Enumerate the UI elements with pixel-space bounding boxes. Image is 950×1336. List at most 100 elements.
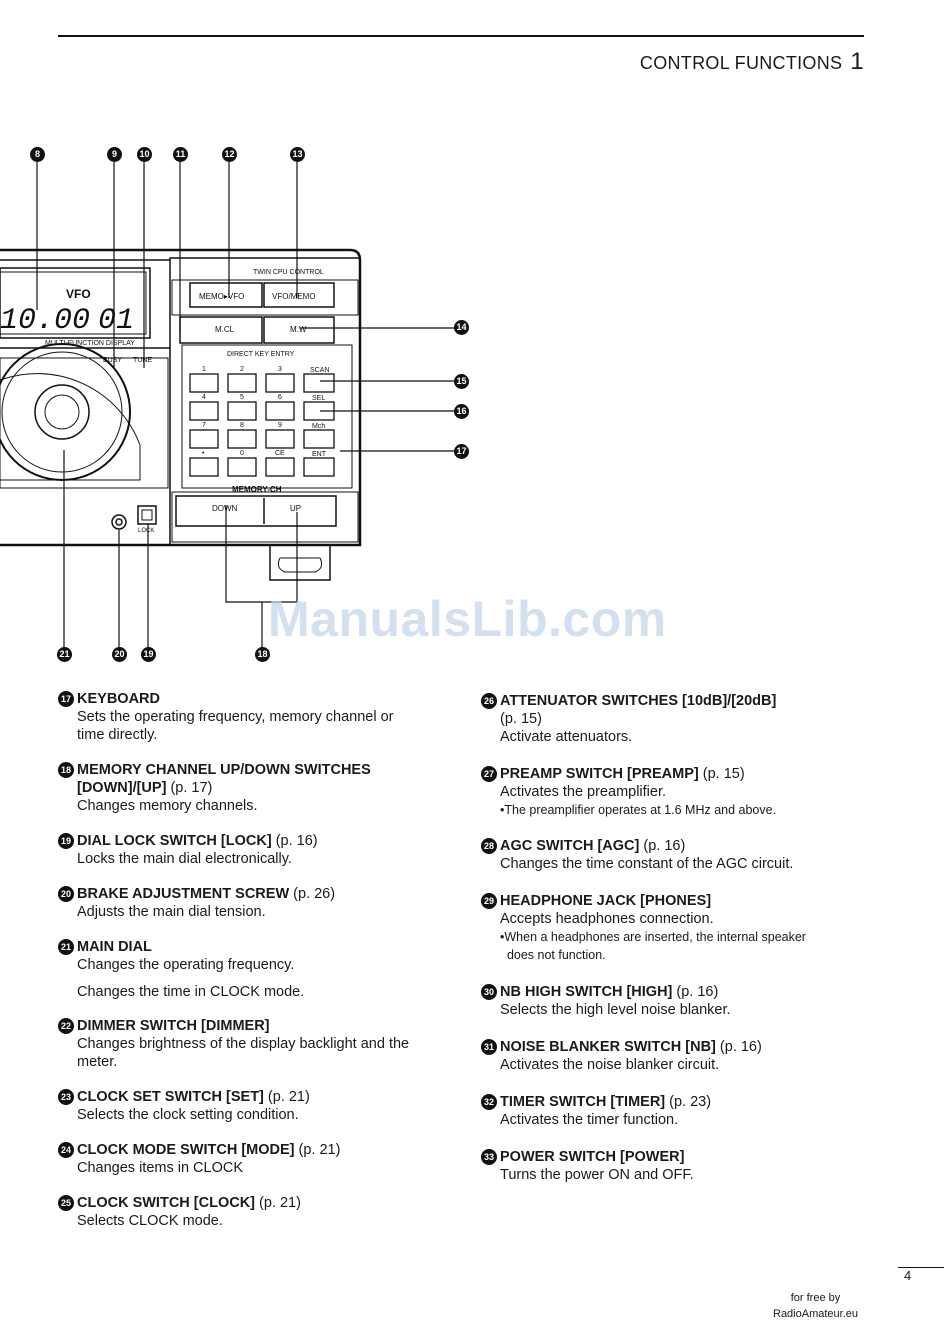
busy-label: BUSY [103,357,122,364]
item-title-wrap: NOISE BLANKER SWITCH [NB] (p. 16) [500,1038,762,1056]
scan-label: SCAN [310,367,329,374]
item-title-wrap: CLOCK MODE SWITCH [MODE] (p. 21) [77,1141,340,1159]
item-description: Changes memory channels. [77,798,258,814]
item-description: Changes the operating frequency. [77,957,295,973]
tune-label: TUNE [133,357,152,364]
item-title: MEMORY CHANNEL UP/DOWN SWITCHES [77,762,371,778]
item-number-badge: 29 [481,893,497,909]
page-reference: (p. 17) [170,780,213,796]
item-title: CLOCK SET SWITCH [SET] [77,1089,264,1105]
mw-key: M.W [290,325,307,334]
item-title: DIMMER SWITCH [DIMMER] [77,1018,270,1034]
watermark: ManualsLib.com [268,591,667,647]
frequency-readout: 10.00 [0,304,90,338]
item-description: Changes the time in CLOCK mode. [77,984,305,1000]
memory-ch-label: MEMORY-CH [232,485,282,494]
key-label: 6 [278,394,282,401]
page-number: 4 [904,1268,912,1283]
key-label: 3 [278,366,282,373]
chapter-number: 1 [850,48,864,75]
item-description: Turns the power ON and OFF. [500,1167,694,1183]
down-key: DOWN [212,504,238,513]
item-title-wrap: BRAKE ADJUSTMENT SCREW (p. 26) [77,885,335,903]
item-description: Changes items in CLOCK [77,1160,244,1176]
item-description: time directly. [77,727,158,743]
item-title-wrap: PREAMP SWITCH [PREAMP] (p. 15) [500,765,745,783]
item-number-badge: 21 [58,939,74,955]
up-key: UP [290,504,301,513]
callout-11: 11 [173,147,188,162]
key-label: CE [275,450,285,457]
item-title-wrap: TIMER SWITCH [TIMER] (p. 23) [500,1093,711,1111]
item-description: Sets the operating frequency, memory cha… [77,709,394,725]
key-label: • [202,450,205,457]
item-note: does not function. [500,948,606,962]
key-label: 4 [202,394,206,401]
item-title: AGC SWITCH [AGC] [500,838,640,854]
key-label: 5 [240,394,244,401]
item-title-wrap: HEADPHONE JACK [PHONES] [500,892,711,910]
channel-readout: 01 [98,304,134,338]
page-header: CONTROL FUNCTIONS 1 [640,48,864,76]
item-number-badge: 20 [58,886,74,902]
key-label: 8 [240,422,244,429]
item-description: Locks the main dial electronically. [77,851,292,867]
item-title: KEYBOARD [77,691,160,707]
item-title-wrap: DIMMER SWITCH [DIMMER] [77,1017,270,1035]
credit-line-1: for free by [790,1292,841,1304]
vfo-memo-key: VFO/MEMO [272,292,316,301]
item-description: (p. 15) [500,711,542,727]
item-title: MAIN DIAL [77,939,152,955]
callout-20: 20 [112,647,127,662]
item-number-badge: 18 [58,762,74,778]
item-description: Accepts headphones connection. [500,911,714,927]
vfo-indicator: VFO [66,287,91,301]
item-title: TIMER SWITCH [TIMER] [500,1094,666,1110]
item-title: HEADPHONE JACK [PHONES] [500,893,712,909]
direct-key-label: DIRECT KEY ENTRY [227,351,295,358]
section-title: CONTROL FUNCTIONS [639,53,843,73]
page-reference: (p. 23) [669,1094,712,1110]
page-reference: (p. 15) [702,766,745,782]
item-title-wrap: MEMORY CHANNEL UP/DOWN SWITCHES[DOWN]/[U… [77,761,371,797]
item-number-badge: 28 [481,838,497,854]
sel-label: SEL [312,395,325,402]
item-title-wrap: AGC SWITCH [AGC] (p. 16) [500,837,685,855]
callout-21: 21 [57,647,72,662]
callout-9: 9 [107,147,122,162]
page-reference: (p. 16) [275,833,318,849]
ent-label: ENT [312,451,327,458]
item-description: Activates the noise blanker circuit. [500,1057,720,1073]
key-label: 7 [202,422,206,429]
item-number-badge: 19 [58,833,74,849]
item-number-badge: 32 [481,1094,497,1110]
item-title: CLOCK MODE SWITCH [MODE] [77,1142,295,1158]
mcl-key: M.CL [215,325,235,334]
page-reference: (p. 21) [267,1089,310,1105]
item-number-badge: 26 [481,693,497,709]
item-title: DIAL LOCK SWITCH [LOCK] [77,833,272,849]
callout-15: 15 [454,374,469,389]
key-label: 1 [202,366,206,373]
key-label: 0 [240,450,244,457]
callout-19: 19 [141,647,156,662]
